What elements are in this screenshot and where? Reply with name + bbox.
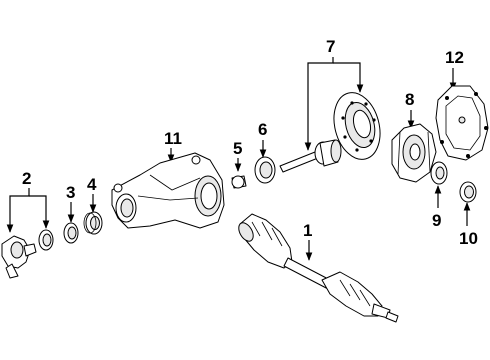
leader-lines xyxy=(6,57,471,261)
part-bearing-3 xyxy=(63,222,79,244)
part-bearing-9 xyxy=(430,161,448,185)
part-axle-shaft xyxy=(238,213,399,323)
callout-7: 7 xyxy=(326,37,335,56)
callout-12: 12 xyxy=(445,48,464,67)
callout-9: 9 xyxy=(432,211,441,230)
part-bearing-4 xyxy=(83,211,103,235)
part-differential-case xyxy=(391,123,437,183)
callout-5: 5 xyxy=(233,139,242,158)
callout-10: 10 xyxy=(459,229,478,248)
part-pinion-gear xyxy=(279,139,342,173)
part-carrier-housing xyxy=(111,152,225,229)
callout-6: 6 xyxy=(258,120,267,139)
part-seal xyxy=(38,229,54,251)
callout-1: 1 xyxy=(303,221,312,240)
callout-4: 4 xyxy=(87,175,97,194)
callout-2: 2 xyxy=(22,169,31,188)
part-bearing-6 xyxy=(254,156,276,184)
part-flange-yoke xyxy=(1,235,37,279)
callout-11: 11 xyxy=(164,129,182,148)
part-seal-10 xyxy=(459,181,477,203)
callout-3: 3 xyxy=(66,183,75,202)
part-differential-cover xyxy=(435,85,489,161)
callout-8: 8 xyxy=(405,90,414,109)
part-spacer xyxy=(231,175,247,189)
part-ring-gear xyxy=(333,92,381,160)
